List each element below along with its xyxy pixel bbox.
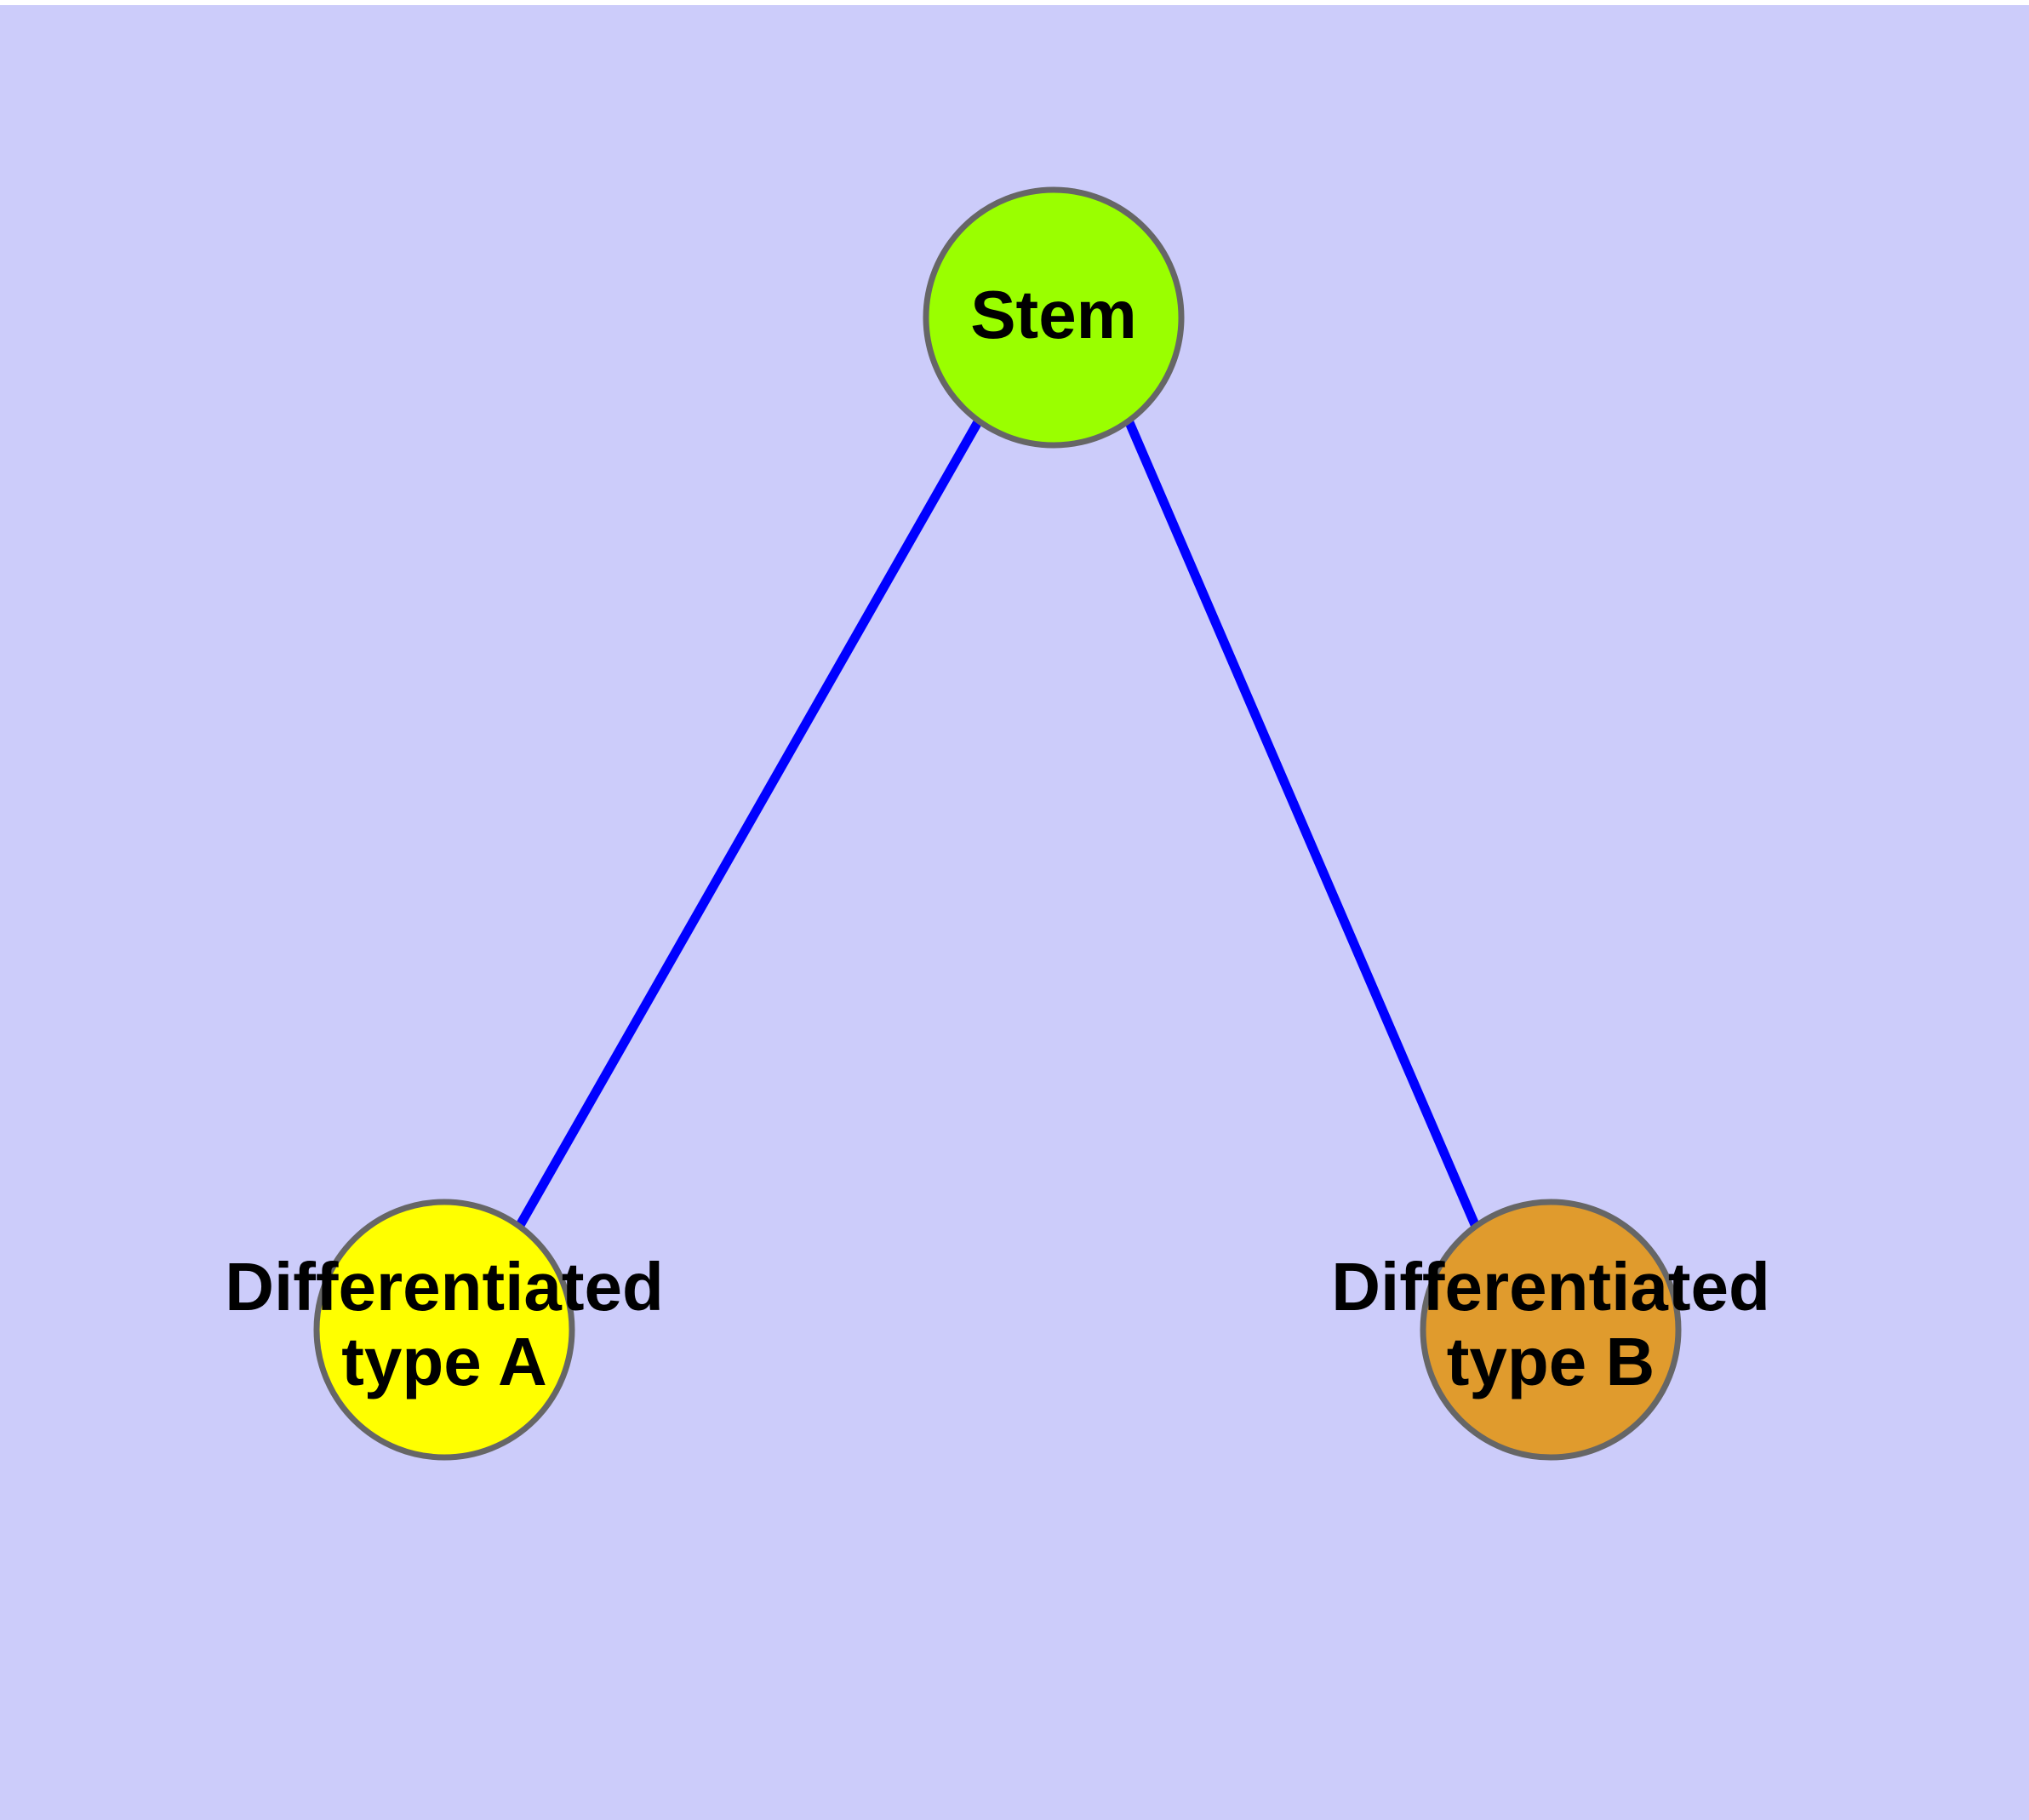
node-diff-a-circle[interactable] (313, 1199, 575, 1461)
edge-stem-to-diff-a[interactable] (515, 418, 983, 1229)
node-diff-a-label-line2: type A (341, 1324, 547, 1399)
node-stem[interactable] (923, 186, 1185, 449)
node-diff-b-label-line1: Differentiated (1331, 1249, 1770, 1325)
node-diff-a[interactable] (313, 1199, 575, 1461)
label-layer: Stem Differentiated type A Differentiate… (225, 277, 1770, 1399)
edge-stem-to-diff-b[interactable] (1123, 418, 1481, 1229)
node-stem-label: Stem (970, 277, 1137, 352)
canvas-top-strip (0, 0, 2029, 5)
node-stem-circle[interactable] (923, 186, 1185, 449)
edge-layer (515, 418, 1481, 1229)
node-diff-b-circle[interactable] (1420, 1199, 1682, 1461)
node-diff-a-label-line1: Differentiated (225, 1249, 664, 1325)
node-diff-b[interactable] (1420, 1199, 1682, 1461)
node-diff-b-label-line2: type B (1447, 1324, 1655, 1399)
